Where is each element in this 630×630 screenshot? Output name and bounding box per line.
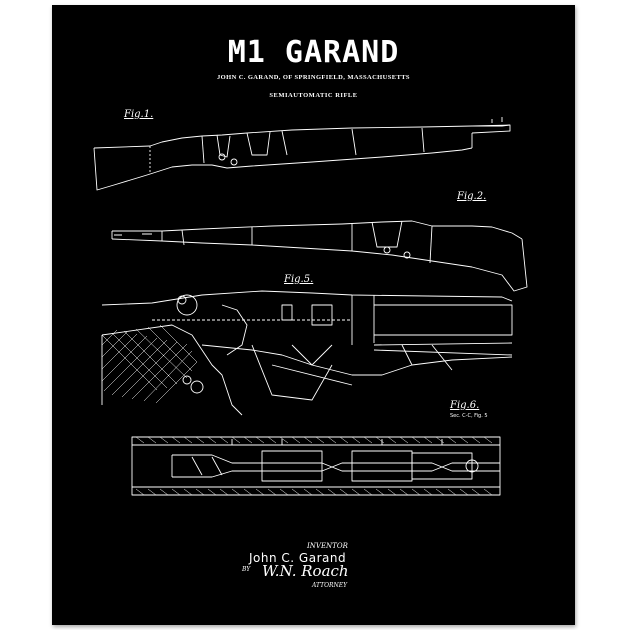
stock-hatching — [101, 324, 198, 404]
patent-drawings — [93, 117, 528, 496]
rifle-side-view-fig1 — [93, 117, 511, 191]
inventor-label: INVENTOR — [307, 542, 348, 550]
receiver-cutaway-fig5 — [101, 290, 513, 416]
attorney-label: ATTORNEY — [312, 582, 348, 589]
section-note: Sec. C-C, Fig. 5 — [450, 413, 488, 419]
by-label: BY — [242, 566, 251, 573]
section-hatching — [135, 436, 493, 496]
fig6-label: Fig.6. — [450, 400, 480, 411]
rifle-side-view-fig2 — [111, 220, 528, 292]
fig5-label: Fig.5. — [284, 274, 314, 285]
inventor-line: JOHN C. GARAND, OF SPRINGFIELD, MASSACHU… — [217, 74, 410, 81]
fig1-label: Fig.1. — [124, 109, 154, 120]
fig2-label: Fig.2. — [457, 191, 487, 202]
receiver-section-fig6 — [131, 436, 501, 496]
attorney-signature: W.N. Roach — [262, 562, 349, 580]
inventor-name: John C. Garand — [249, 551, 347, 565]
poster-title: M1 GARAND — [227, 35, 400, 70]
patent-poster: M1 GARAND JOHN C. GARAND, OF SPRINGFIELD… — [52, 5, 575, 625]
patent-subject: SEMIAUTOMATIC RIFLE — [269, 92, 358, 99]
